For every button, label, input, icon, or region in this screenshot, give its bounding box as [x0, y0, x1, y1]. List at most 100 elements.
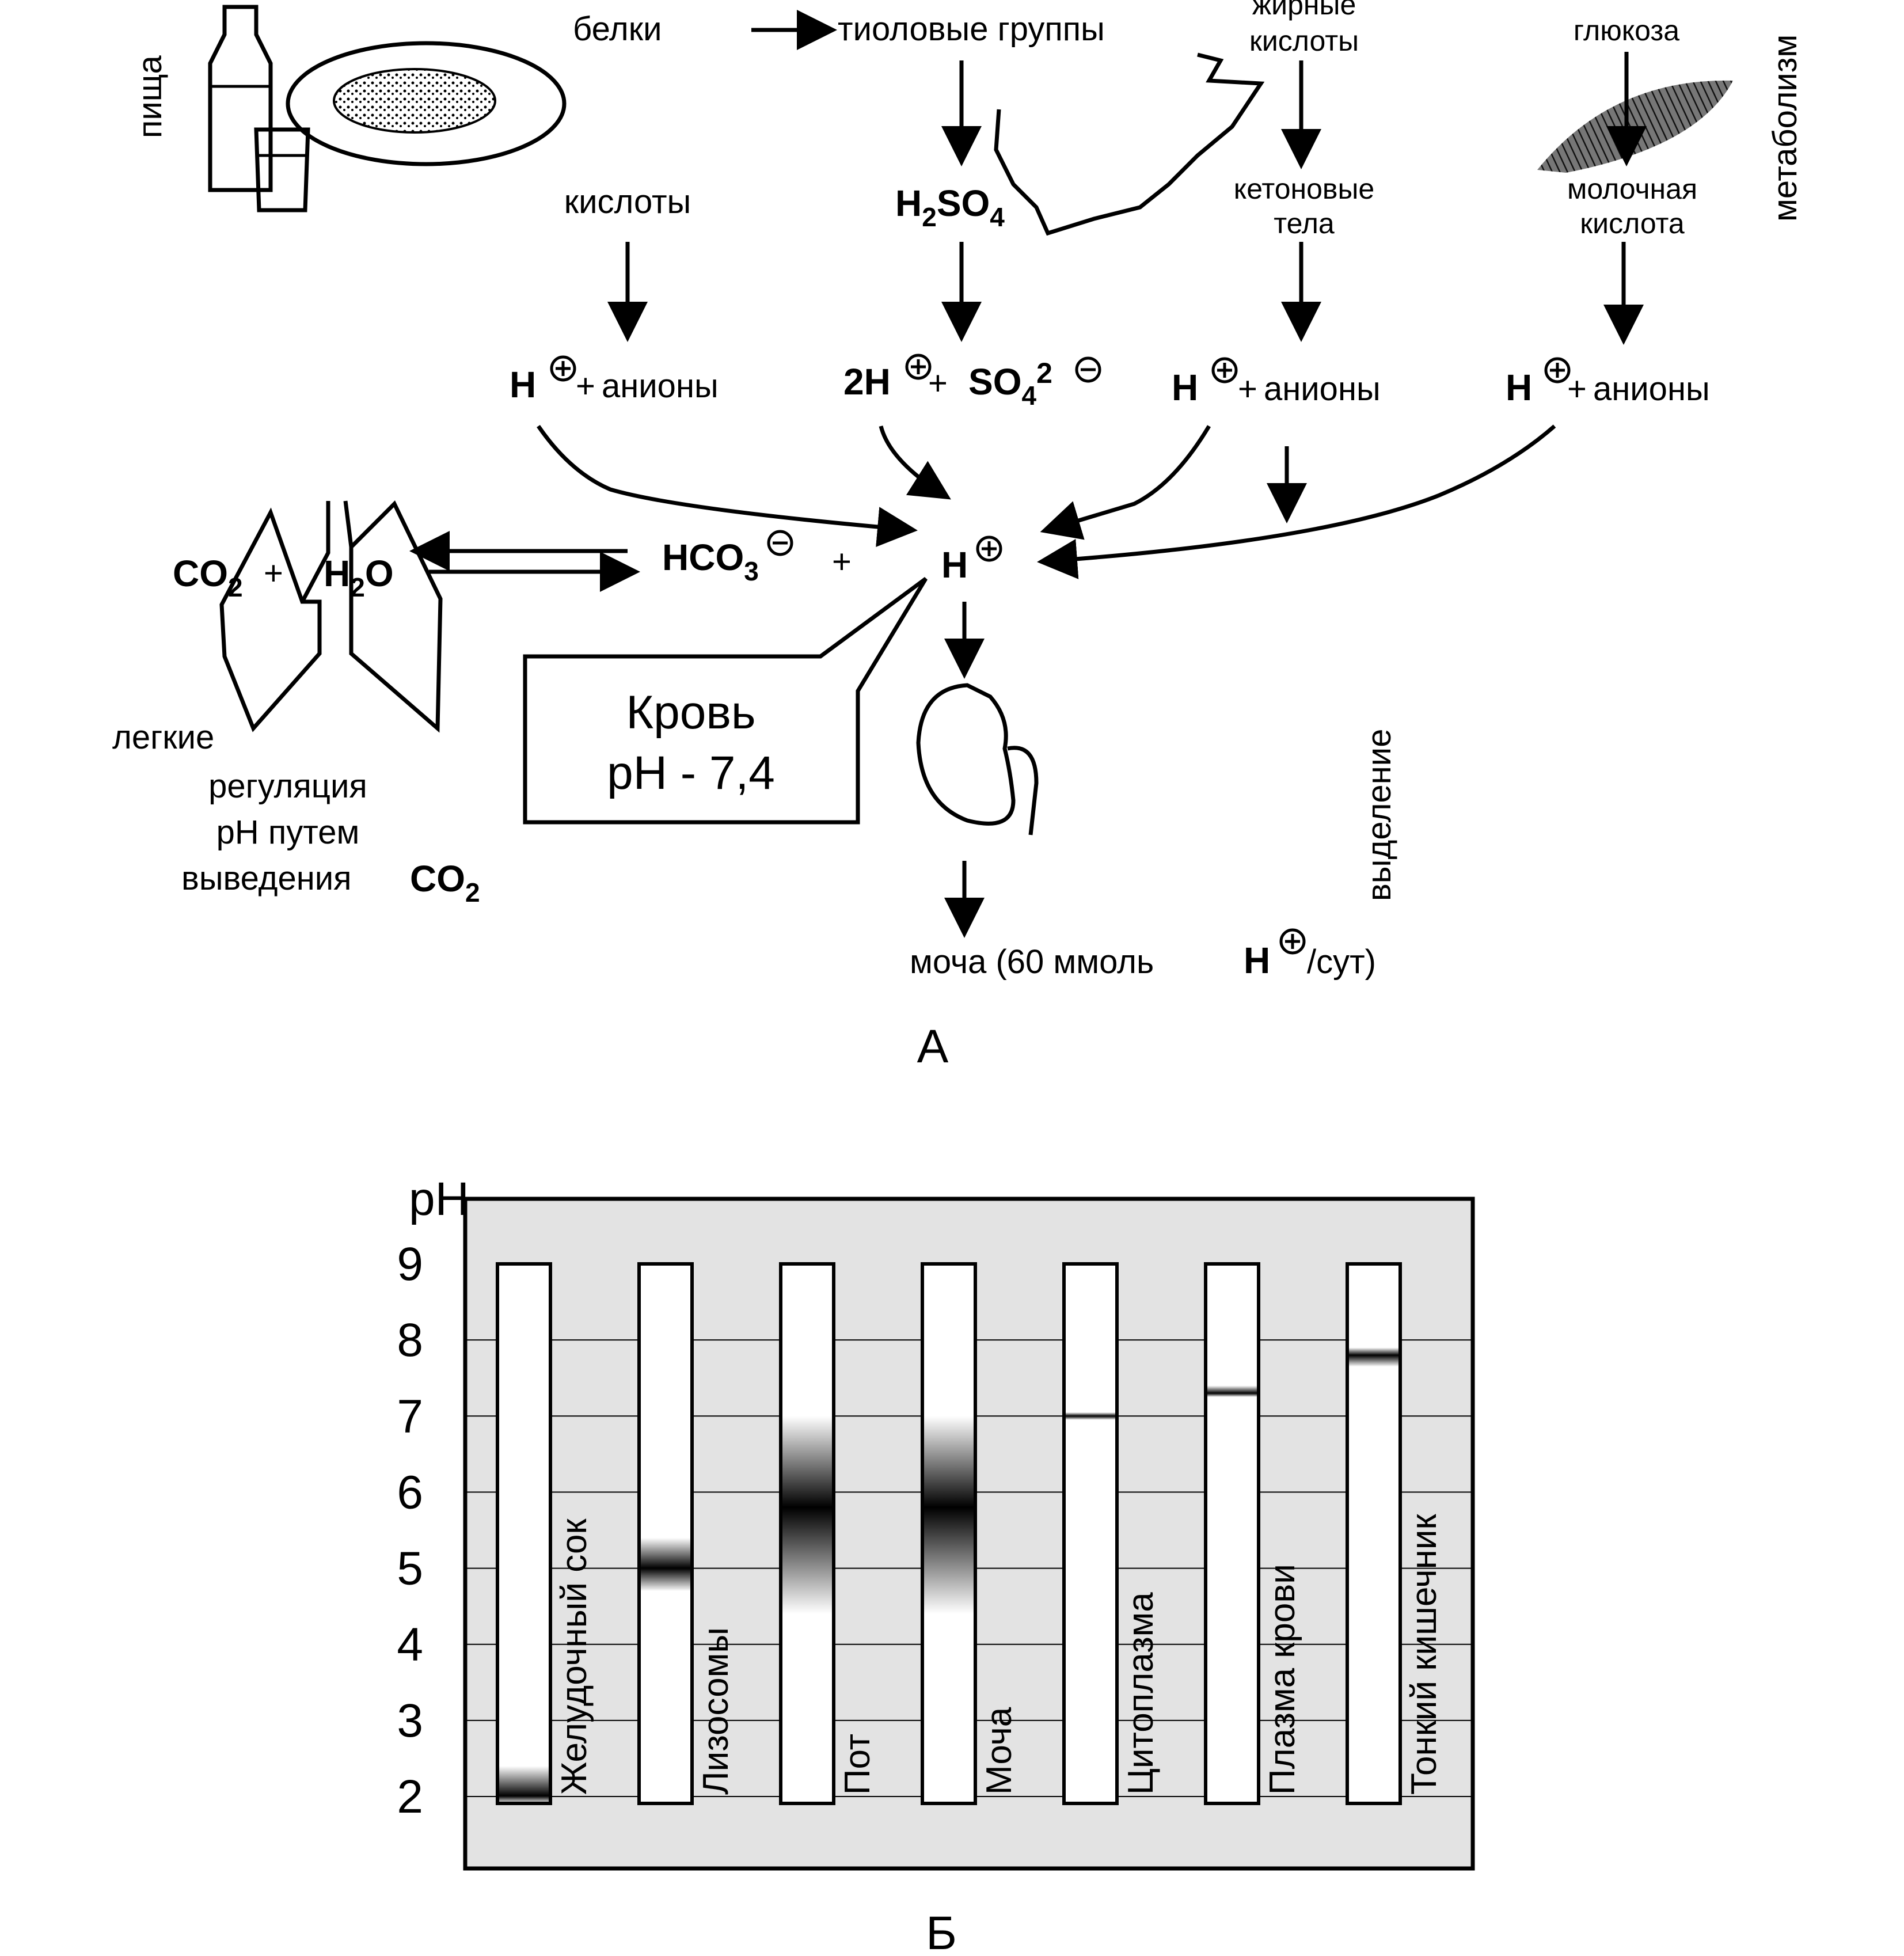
- ph-range-band: [499, 1766, 549, 1803]
- y-ticks: 2 3 4 5 6 7 8 9: [397, 1238, 423, 1823]
- plus-charge-icon: [1544, 357, 1571, 383]
- svg-text:/сут): /сут): [1307, 943, 1376, 981]
- svg-text:анионы: анионы: [1593, 370, 1710, 408]
- glucose-label: глюкоза: [1574, 14, 1679, 47]
- ph-range-band: [1207, 1385, 1257, 1397]
- excretion-label: выделение: [1360, 729, 1398, 901]
- hco3-formula: HCO3 +: [662, 530, 852, 586]
- panel-a: пища белки тиоловые группы жирные кислот…: [112, 0, 1804, 1073]
- ph-band-1: Желудочный сок: [496, 1262, 594, 1805]
- svg-text:+: +: [264, 554, 283, 592]
- regulation-label-2: pH путем: [216, 814, 360, 851]
- food-label: пища: [131, 55, 169, 138]
- svg-text:H2SO4: H2SO4: [895, 183, 1005, 232]
- ph-band-5: Цитоплазма: [1062, 1262, 1161, 1805]
- panel-b-label: Б: [926, 1907, 957, 1956]
- h2so4-formula: H2SO4: [895, 183, 1005, 232]
- fatty-acids-label-2: кислоты: [1249, 25, 1359, 57]
- ketone-label-2: тела: [1274, 207, 1335, 240]
- acids-label: кислоты: [564, 183, 691, 221]
- urine-label: моча (60 ммоль H /сут): [910, 928, 1376, 981]
- co2-h2o-formula: CO2 + H2O: [173, 553, 394, 602]
- thiol-groups-label: тиоловые группы: [838, 10, 1105, 48]
- plus-charge-icon: [976, 535, 1002, 562]
- category-label: Тонкий кишечник: [1404, 1514, 1444, 1795]
- svg-text:CO2: CO2: [173, 553, 243, 602]
- y-tick-label: 7: [397, 1390, 423, 1442]
- h-center: H: [941, 535, 1002, 586]
- regulation-co2: CO2: [410, 858, 480, 907]
- metabolism-label: метаболизм: [1766, 35, 1804, 222]
- blood-label: Кровь: [626, 686, 755, 739]
- food-icon: [208, 5, 567, 212]
- lactic-acid-label-1: молочная: [1567, 173, 1697, 205]
- ph-tube: [496, 1262, 552, 1805]
- svg-text:моча (60 ммоль: моча (60 ммоль: [910, 943, 1154, 981]
- svg-text:2H: 2H: [843, 361, 891, 402]
- svg-text:+: +: [576, 367, 595, 405]
- y-tick-label: 8: [397, 1314, 423, 1366]
- category-label: Моча: [979, 1707, 1019, 1795]
- ph-band-4: Моча: [921, 1262, 1019, 1805]
- y-tick-label: 2: [397, 1771, 423, 1823]
- minus-charge-icon: [1075, 356, 1101, 383]
- svg-text:+: +: [928, 364, 948, 402]
- fatty-acids-label-1: жирные: [1252, 0, 1356, 21]
- svg-text:H: H: [1244, 940, 1270, 981]
- plus-charge-icon: [905, 354, 932, 380]
- h-anions-3: H + анионы: [1506, 357, 1710, 408]
- plus-charge-icon: [1211, 357, 1238, 383]
- ph-range-band: [924, 1416, 974, 1614]
- blood-ph-label: pH - 7,4: [607, 747, 775, 799]
- ph-tube: [1204, 1262, 1260, 1805]
- svg-text:H: H: [941, 544, 968, 586]
- svg-text:H2O: H2O: [324, 553, 394, 602]
- svg-text:анионы: анионы: [602, 367, 719, 405]
- category-label: Цитоплазма: [1121, 1592, 1161, 1795]
- category-label: Пот: [838, 1734, 877, 1795]
- ph-band-3: Пот: [779, 1262, 877, 1805]
- svg-text:H: H: [1172, 367, 1198, 408]
- ph-tube: [637, 1262, 694, 1805]
- ph-range-band: [1066, 1412, 1115, 1420]
- h-anions-2: H + анионы: [1172, 357, 1381, 408]
- y-tick-label: 3: [397, 1695, 423, 1747]
- h-anions-1: H + анионы: [510, 355, 719, 405]
- muscle-icon: [1537, 80, 1733, 173]
- y-axis-label: pH: [409, 1173, 469, 1225]
- kidney-icon: [916, 683, 1039, 835]
- y-tick-label: 6: [397, 1466, 423, 1518]
- ketone-label-1: кетоновые: [1234, 173, 1374, 205]
- svg-text:анионы: анионы: [1264, 370, 1381, 408]
- y-tick-label: 4: [397, 1619, 423, 1671]
- lungs-icon: [219, 500, 443, 733]
- category-label: Плазма крови: [1263, 1564, 1302, 1795]
- flow-arrow-5: [1037, 424, 1556, 579]
- regulation-label-1: регуляция: [208, 768, 367, 805]
- lungs-label: легкие: [112, 719, 214, 756]
- ph-band-2: Лизосомы: [637, 1262, 736, 1805]
- regulation-label-3: выведения: [181, 860, 352, 897]
- lactic-acid-label-2: кислота: [1580, 207, 1685, 240]
- 2h-so4-ions: 2H + SO42: [843, 354, 1101, 411]
- svg-text:+: +: [1238, 370, 1257, 408]
- liver-icon: [994, 52, 1265, 236]
- svg-text:H: H: [1506, 367, 1532, 408]
- svg-text:+: +: [832, 543, 852, 580]
- svg-text:HCO3: HCO3: [662, 537, 759, 586]
- ph-range-band: [641, 1537, 690, 1592]
- y-tick-label: 5: [397, 1543, 423, 1595]
- y-tick-label: 9: [397, 1238, 423, 1290]
- ph-tube: [1346, 1262, 1402, 1805]
- ph-range-band: [782, 1416, 832, 1614]
- plus-charge-icon: [550, 355, 576, 382]
- plus-charge-icon: [1279, 928, 1306, 955]
- ph-tube: [1062, 1262, 1119, 1805]
- minus-charge-icon: [767, 530, 793, 556]
- ph-band-7: Тонкий кишечник: [1346, 1262, 1444, 1805]
- svg-text:+: +: [1567, 370, 1587, 408]
- flow-arrow-1: [537, 425, 918, 547]
- blood-callout: [523, 577, 928, 825]
